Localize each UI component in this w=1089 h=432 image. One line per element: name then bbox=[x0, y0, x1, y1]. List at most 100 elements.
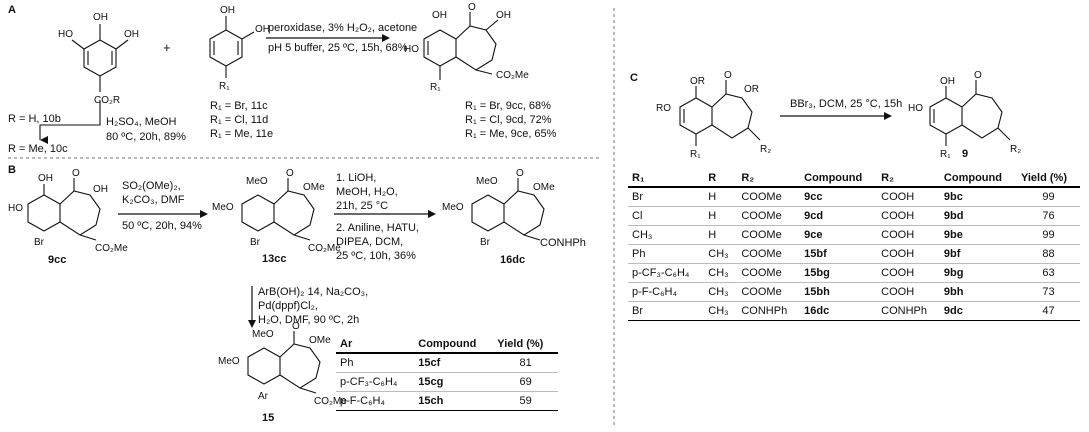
atom-label: OH bbox=[220, 5, 235, 16]
atom-label: HO bbox=[8, 203, 23, 214]
table-cell: 88 bbox=[1016, 244, 1080, 264]
ester-label-a: CO₂R bbox=[94, 95, 120, 106]
table-cell: H bbox=[704, 225, 738, 245]
table-cell: COOH bbox=[877, 282, 940, 302]
r1-label-a: R₁ bbox=[219, 81, 230, 92]
table-cell: COOH bbox=[877, 206, 940, 226]
deprotected-product-9 bbox=[929, 80, 1011, 146]
table-cell: 81 bbox=[493, 353, 558, 373]
table-row: p-CF₃-C₆H₄ CH₃ COOMe 15bg COOH 9bg 63 bbox=[628, 263, 1080, 283]
atom-label: CO₂Me bbox=[95, 243, 128, 254]
atom-label: MeO bbox=[476, 176, 498, 187]
compound-label-13cc: 13cc bbox=[262, 253, 287, 265]
suzuki-results-table: Ar Compound Yield (%) Ph 15cf 81 p-CF₃-C… bbox=[336, 336, 558, 411]
atom-label: RO bbox=[656, 103, 671, 114]
table-cell: 9be bbox=[939, 225, 1017, 245]
atom-label: HO bbox=[908, 103, 923, 114]
esterification-conditions-2: 80 ºC, 20h, 89% bbox=[106, 131, 186, 143]
table-cell: CONHPh bbox=[737, 301, 801, 321]
table-row: Br H COOMe 9cc COOH 9bc 99 bbox=[628, 187, 1080, 207]
table-header: Compound bbox=[414, 336, 494, 354]
atom-label: O bbox=[292, 321, 300, 332]
table-header: R₂ bbox=[737, 170, 801, 188]
atom-label: OH bbox=[93, 12, 108, 23]
atom-label: HO bbox=[404, 44, 419, 55]
atom-label: OH bbox=[255, 24, 270, 35]
table-row: p-F-C₆H₄ CH₃ COOMe 15bh COOH 9bh 73 bbox=[628, 282, 1080, 302]
table-cell: CH₃ bbox=[704, 263, 738, 283]
table-header: Yield (%) bbox=[493, 336, 558, 354]
table-cell: p-F-C₆H₄ bbox=[628, 282, 705, 302]
atom-label: O bbox=[468, 2, 476, 13]
panel-label-a: A bbox=[8, 4, 16, 16]
table-row: Ph 15cf 81 bbox=[336, 353, 558, 373]
table-cell: 9cc bbox=[800, 187, 878, 207]
methylation-conditions-2: K₂CO₃, DMF bbox=[122, 194, 185, 206]
table-cell: COOMe bbox=[737, 282, 801, 302]
table-cell: 73 bbox=[1016, 282, 1080, 302]
table-cell: 15cf bbox=[414, 353, 494, 373]
table-cell: 99 bbox=[1016, 225, 1080, 245]
table-cell: Ph bbox=[628, 244, 705, 264]
table-cell: 47 bbox=[1016, 301, 1080, 321]
atom-label: MeO bbox=[212, 202, 234, 213]
methylation-conditions-3: 50 ºC, 20h, 94% bbox=[122, 220, 202, 232]
table-cell: 9ce bbox=[800, 225, 878, 245]
structure-9cc bbox=[27, 178, 101, 241]
table-cell: 99 bbox=[1016, 187, 1080, 207]
atom-label: OH bbox=[496, 10, 511, 21]
table-cell: COOMe bbox=[737, 187, 801, 207]
atom-label: MeO bbox=[442, 202, 464, 213]
atom-label: R₂ bbox=[760, 144, 771, 155]
table-header: R₁ bbox=[628, 170, 705, 188]
table-cell: 16dc bbox=[800, 301, 878, 321]
table-header: Yield (%) bbox=[1016, 170, 1080, 188]
ester-result-label: R = Me, 10c bbox=[8, 143, 68, 155]
table-cell: CONHPh bbox=[877, 301, 940, 321]
table-cell: COOH bbox=[877, 225, 940, 245]
structure-13cc bbox=[241, 178, 315, 241]
enzymatic-conditions-2: pH 5 buffer, 25 ºC, 15h, 68% bbox=[268, 42, 408, 54]
atom-label: OH bbox=[940, 76, 955, 87]
table-cell: 15bh bbox=[800, 282, 878, 302]
table-cell: 9bd bbox=[939, 206, 1017, 226]
table-row: p-F-C₆H₄ 15ch 59 bbox=[336, 391, 558, 411]
methylation-conditions-1: SO₂(OMe)₂, bbox=[122, 180, 181, 192]
atom-label: OMe bbox=[309, 335, 331, 346]
atom-label: HO bbox=[58, 29, 73, 40]
enzymatic-conditions-1: peroxidase, 3% H₂O₂, acetone bbox=[268, 22, 418, 34]
amidation-conditions-5: DIPEA, DCM, bbox=[336, 236, 404, 248]
atom-label: O bbox=[72, 168, 80, 179]
table-cell: 69 bbox=[493, 372, 558, 392]
panel-label-b: B bbox=[8, 164, 16, 176]
atom-label: OR bbox=[744, 84, 759, 95]
table-cell: p-CF₃-C₆H₄ bbox=[628, 263, 705, 283]
amidation-conditions-3: 21h, 25 °C bbox=[336, 200, 389, 212]
atom-label: MeO bbox=[246, 176, 268, 187]
atom-label: OMe bbox=[303, 182, 325, 193]
table-row: CH₃ H COOMe 9ce COOH 9be 99 bbox=[628, 225, 1080, 245]
gallic-ester-structure bbox=[71, 24, 129, 92]
table-cell: CH₃ bbox=[628, 225, 705, 245]
table-cell: 15cg bbox=[414, 372, 494, 392]
table-header: Ar bbox=[336, 336, 415, 354]
atom-label: OH bbox=[432, 10, 447, 21]
compound-label-15: 15 bbox=[262, 412, 275, 424]
table-cell: 9bf bbox=[939, 244, 1017, 264]
deprotection-conditions: BBr₃, DCM, 25 °C, 15h bbox=[790, 98, 903, 110]
suzuki-conditions-1: ArB(OH)₂ 14, Na₂CO₃, bbox=[258, 286, 369, 298]
enzymatic-arrowhead bbox=[382, 34, 390, 42]
table-cell: 9bc bbox=[939, 187, 1017, 207]
table-cell: CH₃ bbox=[704, 282, 738, 302]
table-cell: COOH bbox=[877, 187, 940, 207]
table-row: Br CH₃ CONHPh 16dc CONHPh 9dc 47 bbox=[628, 301, 1080, 321]
atom-label: OMe bbox=[533, 182, 555, 193]
atom-label: OH bbox=[38, 173, 53, 184]
table-cell: 76 bbox=[1016, 206, 1080, 226]
atom-label: R₁ bbox=[940, 149, 951, 160]
table-header-row: R₁ R R₂ Compound R₂ Compound Yield (%) bbox=[628, 170, 1080, 188]
table-cell: COOMe bbox=[737, 206, 801, 226]
esterification-conditions-1: H₂SO₄, MeOH bbox=[106, 116, 177, 128]
start-material-label: R = H, 10b bbox=[8, 113, 61, 125]
